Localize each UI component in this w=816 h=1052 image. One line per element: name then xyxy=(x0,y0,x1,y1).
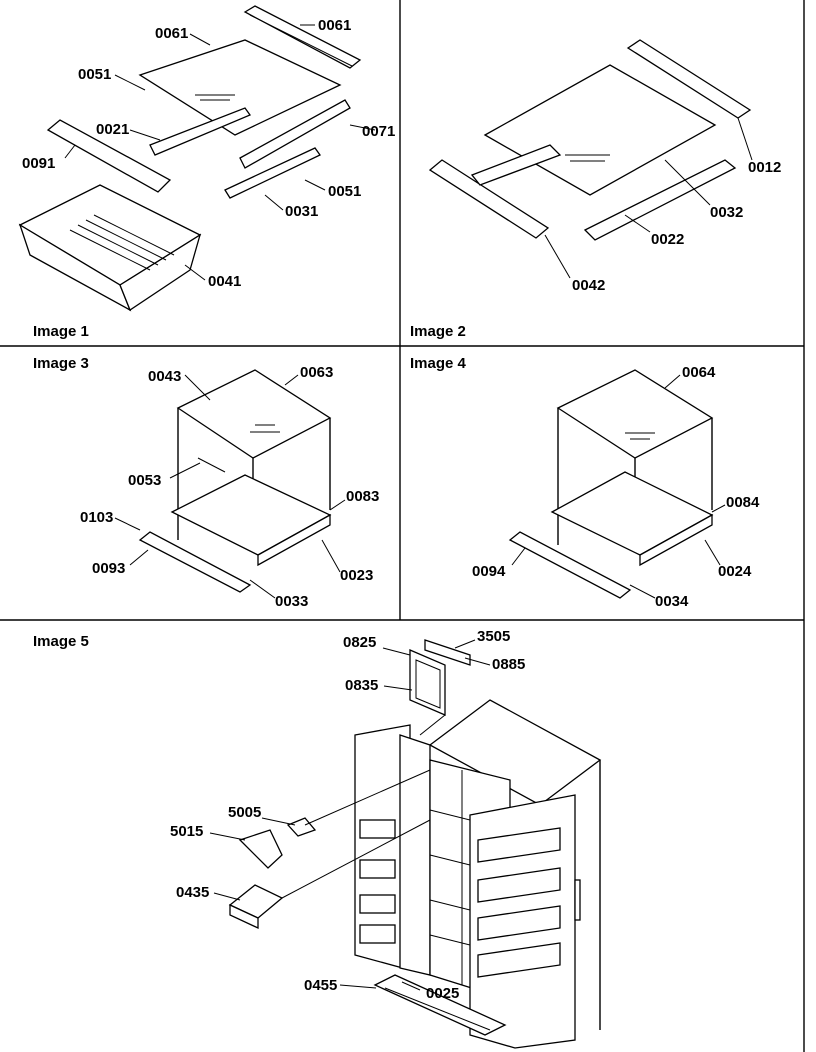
toe-grille xyxy=(373,974,507,1036)
panel-image-1: 0061 0061 0051 0021 0071 0091 0051 0031 … xyxy=(18,5,395,340)
callout: 0041 xyxy=(208,273,241,290)
right-frame xyxy=(583,159,737,241)
callout: 0825 xyxy=(343,634,376,651)
leader-lines-image-2 xyxy=(544,117,753,279)
ice-crusher-plate xyxy=(238,829,283,869)
shelf-frame xyxy=(170,474,332,556)
callout: 5005 xyxy=(228,804,261,821)
ice-chute xyxy=(286,817,317,837)
callout: 0435 xyxy=(176,884,209,901)
callout: 0091 xyxy=(22,155,55,172)
panel-caption: Image 3 xyxy=(33,355,89,372)
callout: 0064 xyxy=(682,364,716,381)
shelf-frame-edge xyxy=(639,513,713,567)
callout: 0071 xyxy=(362,123,395,140)
drip-tray-front xyxy=(229,903,259,930)
callout: 0023 xyxy=(340,567,373,584)
freezer-door-bins xyxy=(359,819,396,944)
callout: 0094 xyxy=(472,563,506,580)
callout: 0835 xyxy=(345,677,378,694)
panel-caption: Image 1 xyxy=(33,323,89,340)
callout: 0061 xyxy=(155,25,188,42)
rear-rail xyxy=(243,5,362,69)
callout: 0022 xyxy=(651,231,684,248)
dispenser-cover xyxy=(424,639,471,666)
shelf-frame-edge xyxy=(257,513,331,567)
callout: 0051 xyxy=(328,183,361,200)
right-frame xyxy=(239,99,351,169)
panel-image-4: 0064 0084 0094 0024 0034 Image 4 xyxy=(410,355,760,610)
panel-image-2: 0012 0032 0022 0042 Image 2 xyxy=(410,39,781,340)
callout: 0061 xyxy=(318,17,351,34)
callout: 0032 xyxy=(710,204,743,221)
cabinet-top xyxy=(176,369,332,459)
front-trim xyxy=(508,531,632,599)
left-frame xyxy=(149,107,252,156)
door-handle xyxy=(574,879,581,921)
panel-caption: Image 2 xyxy=(410,323,466,340)
callout: 0034 xyxy=(655,593,689,610)
leader-lines-image-3 xyxy=(114,374,346,599)
callout: 0093 xyxy=(92,560,125,577)
front-trim xyxy=(428,159,550,239)
crisper-drawer-side xyxy=(119,233,202,311)
glass-shelf xyxy=(138,39,342,136)
glass-shelf xyxy=(483,64,717,196)
callout: 0103 xyxy=(80,509,113,526)
front-trim xyxy=(46,119,172,193)
panel-caption: Image 4 xyxy=(410,355,467,372)
callout: 0012 xyxy=(748,159,781,176)
callout: 0025 xyxy=(426,985,459,1002)
callout: 0033 xyxy=(275,593,308,610)
cabinet-top xyxy=(556,369,714,459)
callout: 3505 xyxy=(477,628,510,645)
callout: 0042 xyxy=(572,277,605,294)
leader-lines-image-5 xyxy=(209,639,491,991)
callout: 0885 xyxy=(492,656,525,673)
left-frame xyxy=(470,144,562,186)
rear-rail xyxy=(626,39,752,119)
callout: 0043 xyxy=(148,368,181,385)
callout: 0031 xyxy=(285,203,318,220)
callout: 0455 xyxy=(304,977,337,994)
front-trim xyxy=(138,531,252,593)
freezer-door-edge xyxy=(399,734,431,976)
callout: 0021 xyxy=(96,121,129,138)
slide-rail xyxy=(224,147,321,199)
callout: 0063 xyxy=(300,364,333,381)
callout: 0024 xyxy=(718,563,752,580)
leader-lines-image-1 xyxy=(64,24,376,281)
panel-caption: Image 5 xyxy=(33,633,89,650)
fresh-food-door-bins xyxy=(477,827,561,978)
panel-image-5: 0825 3505 0885 0835 5005 5015 0435 0455 … xyxy=(33,628,602,1049)
callout: 0084 xyxy=(726,494,760,511)
callout: 0083 xyxy=(346,488,379,505)
callout: 0053 xyxy=(128,472,161,489)
callout: 5015 xyxy=(170,823,203,840)
panel-image-3: 0043 0063 0053 0083 0103 0093 0023 0033 … xyxy=(33,355,379,610)
shelf-frame xyxy=(550,471,714,556)
leader-lines-image-4 xyxy=(511,374,726,599)
callout: 0051 xyxy=(78,66,111,83)
